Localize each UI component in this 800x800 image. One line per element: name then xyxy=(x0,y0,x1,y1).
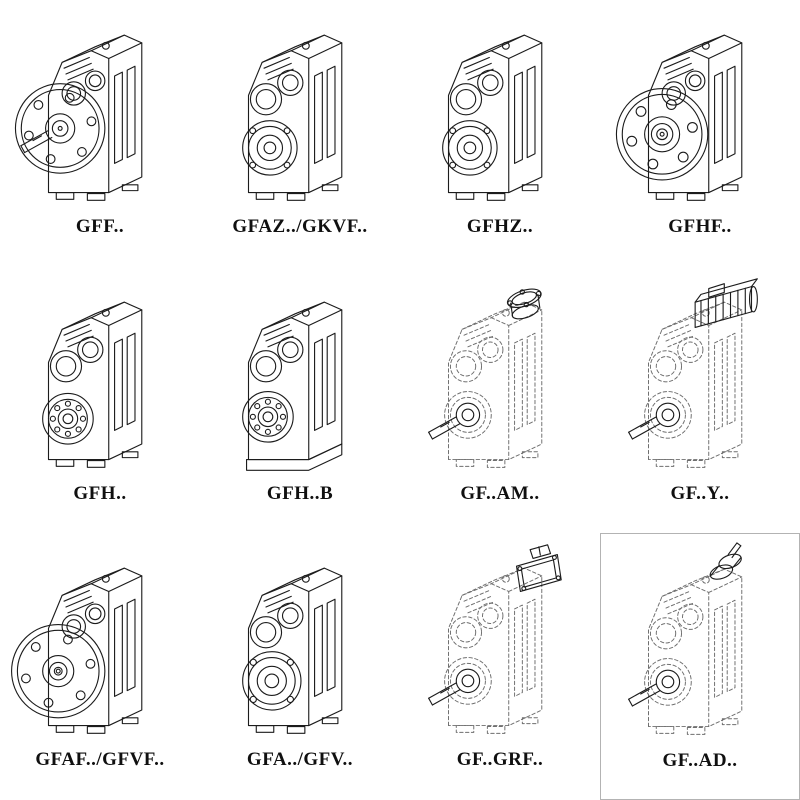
model-label: GF..Y.. xyxy=(670,482,730,504)
gearbox-grf-mount-drawing xyxy=(428,544,562,735)
catalog-item: GF..GRF.. xyxy=(400,533,600,800)
model-label: GFA../GFV.. xyxy=(246,749,354,771)
catalog-item: GFHZ.. xyxy=(400,0,600,267)
gearbox-input-adapter-drawing xyxy=(628,542,743,736)
model-label: GFH.. xyxy=(73,482,127,504)
catalog-item: GFH.. xyxy=(0,267,200,534)
gearbox-hollow-shaft-drawing xyxy=(242,34,343,201)
model-label: GF..AM.. xyxy=(460,482,540,504)
model-label: GF..GRF.. xyxy=(456,749,544,771)
gearbox-with-motor-drawing xyxy=(628,277,758,468)
model-label: GFHZ.. xyxy=(466,216,534,237)
model-label: GFH..B xyxy=(266,482,334,504)
catalog-item: GF..Y.. xyxy=(600,267,800,534)
gearbox-hollow-shaft-drawing xyxy=(442,34,543,201)
catalog-item: GFAF../GFVF.. xyxy=(0,533,200,800)
model-label: GFAF../GFVF.. xyxy=(35,749,165,771)
catalog-item: GFA../GFV.. xyxy=(200,533,400,800)
model-label: GFHF.. xyxy=(668,216,732,237)
gearbox-flange-hollow-drawing xyxy=(11,567,143,735)
gearbox-hollow-shaft-drawing xyxy=(242,567,343,735)
gearbox-output-flange-shaft-drawing xyxy=(14,34,143,201)
model-label: GFF.. xyxy=(75,216,125,237)
catalog-item: GFHF.. xyxy=(600,0,800,267)
catalog-item: GFH..B xyxy=(200,267,400,534)
gearbox-flange-hollow-drawing xyxy=(615,34,743,201)
gearbox-foot-mounted-drawing xyxy=(42,301,143,468)
gearbox-motor-adapter-flange-drawing xyxy=(428,288,543,468)
catalog-item: GFAZ../GKVF.. xyxy=(200,0,400,267)
model-label: GFAZ../GKVF.. xyxy=(232,216,368,237)
model-label: GF..AD.. xyxy=(662,750,738,772)
catalog-item: GF..AD.. xyxy=(600,533,800,800)
catalog-item: GF..AM.. xyxy=(400,267,600,534)
gearbox-foot-base-drawing xyxy=(242,301,343,471)
catalog-item: GFF.. xyxy=(0,0,200,267)
